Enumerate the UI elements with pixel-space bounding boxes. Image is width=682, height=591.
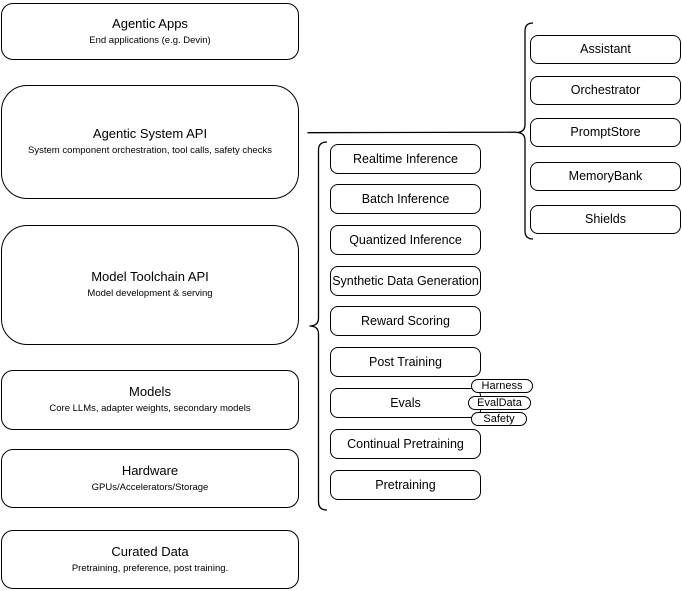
system-label: MemoryBank [568, 169, 643, 183]
toolchain-box-continual-pretraining: Continual Pretraining [330, 429, 481, 459]
toolchain-box-evals: Evals [330, 388, 481, 418]
toolchain-label: Reward Scoring [361, 313, 450, 328]
layer-box-hardware: Hardware GPUs/Accelerators/Storage [1, 449, 299, 508]
layer-title: Agentic Apps [112, 15, 188, 31]
toolchain-box-realtime-inference: Realtime Inference [330, 144, 481, 174]
toolchain-box-quantized-inference: Quantized Inference [330, 225, 481, 255]
evals-tag-label: Safety [483, 412, 515, 425]
toolchain-label: Evals [390, 395, 421, 410]
layer-box-agentic-apps: Agentic Apps End applications (e.g. Devi… [1, 3, 299, 60]
system-box-memorybank: MemoryBank [530, 162, 681, 191]
layer-subtitle: GPUs/Accelerators/Storage [91, 481, 209, 493]
system-label: PromptStore [570, 125, 641, 139]
layer-title: Hardware [121, 462, 179, 478]
system-label: Shields [585, 212, 626, 226]
system-label: Orchestrator [570, 83, 641, 97]
system-box-assistant: Assistant [530, 35, 681, 64]
system-label: Assistant [580, 42, 631, 56]
toolchain-label: Batch Inference [361, 191, 450, 206]
toolchain-label: Synthetic Data Generation [332, 273, 479, 288]
toolchain-label: Realtime Inference [353, 151, 458, 166]
system-box-promptstore: PromptStore [530, 118, 681, 147]
layer-box-curated-data: Curated Data Pretraining, preference, po… [1, 530, 299, 589]
layer-title: Curated Data [111, 543, 189, 559]
layer-subtitle: Model development & serving [87, 288, 213, 300]
toolchain-box-batch-inference: Batch Inference [330, 184, 481, 214]
layer-title: Model Toolchain API [91, 269, 209, 285]
layer-subtitle: System component orchestration, tool cal… [28, 145, 272, 157]
toolchain-label: Continual Pretraining [347, 436, 464, 451]
evals-tag-label: Harness [481, 379, 523, 392]
evals-tag-harness: Harness [471, 379, 533, 393]
toolchain-box-post-training: Post Training [330, 347, 481, 377]
toolchain-box-pretraining: Pretraining [330, 470, 481, 500]
layer-subtitle: Pretraining, preference, post training. [71, 562, 229, 574]
evals-tag-label: EvalData [477, 396, 522, 409]
layer-subtitle: End applications (e.g. Devin) [89, 34, 211, 46]
connector-line [307, 131, 517, 134]
layer-title: Agentic System API [92, 126, 208, 142]
evals-tag-evaldata: EvalData [468, 396, 531, 410]
layer-box-model-toolchain-api: Model Toolchain API Model development & … [1, 225, 299, 345]
layer-box-agentic-system-api: Agentic System API System component orch… [1, 85, 299, 199]
system-box-orchestrator: Orchestrator [530, 76, 681, 105]
toolchain-box-synthetic-data-generation: Synthetic Data Generation [330, 266, 481, 296]
toolchain-label: Quantized Inference [349, 232, 462, 247]
layer-subtitle: Core LLMs, adapter weights, secondary mo… [49, 403, 251, 415]
toolchain-label: Post Training [369, 354, 442, 369]
toolchain-box-reward-scoring: Reward Scoring [330, 306, 481, 336]
layer-box-models: Models Core LLMs, adapter weights, secon… [1, 370, 299, 430]
toolchain-brace [309, 141, 328, 511]
evals-tag-safety: Safety [471, 412, 527, 426]
system-box-shields: Shields [530, 205, 681, 234]
toolchain-label: Pretraining [375, 477, 436, 492]
layer-title: Models [129, 384, 171, 400]
